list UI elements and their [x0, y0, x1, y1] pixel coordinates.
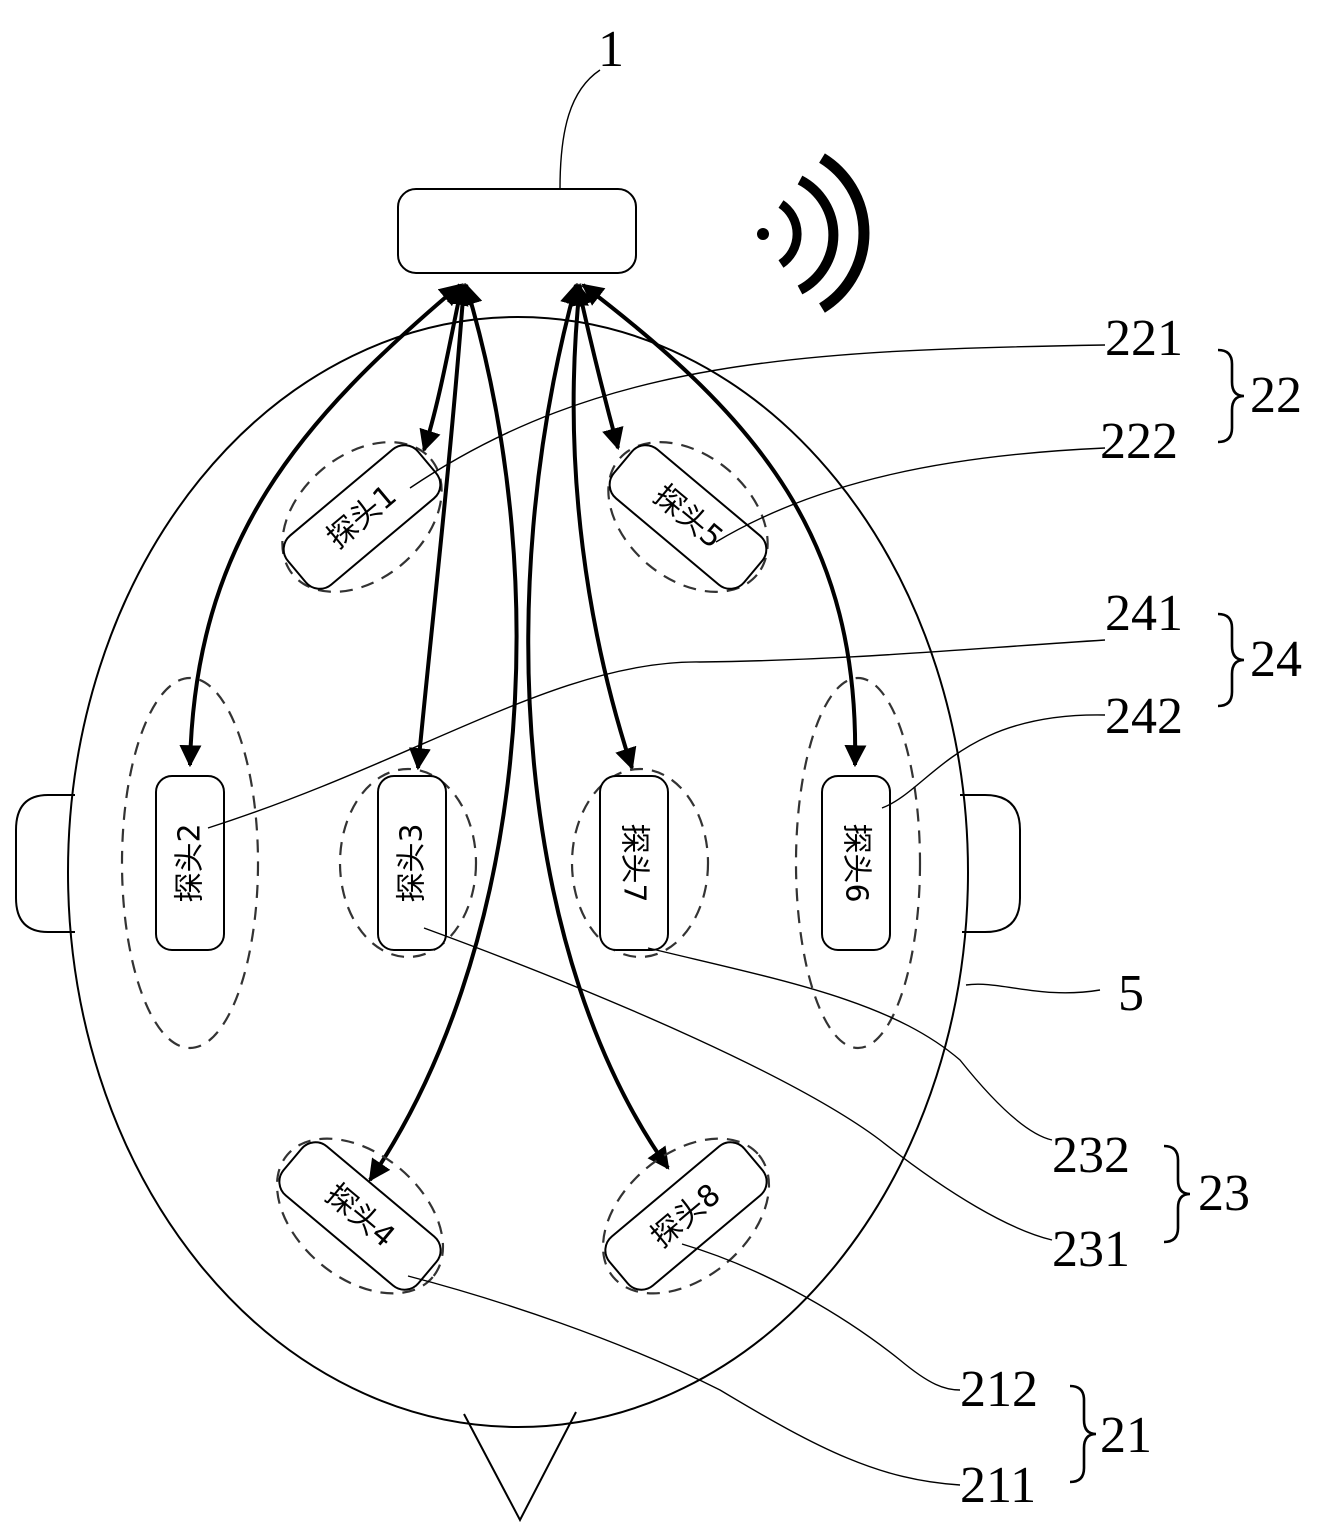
ref-1: 1 [598, 21, 624, 78]
ref-221: 221 [1105, 310, 1183, 367]
head-outline [15, 316, 1021, 1523]
ref-232: 232 [1052, 1127, 1130, 1184]
ref-242: 242 [1105, 688, 1183, 745]
left-ear [15, 794, 75, 933]
probe-2: 探头2 [155, 775, 225, 951]
probe-7: 探头7 [599, 775, 669, 951]
probe-3: 探头3 [377, 775, 447, 951]
leader-241 [207, 639, 1106, 829]
region-probe-6 [794, 676, 922, 1050]
ref-22: 22 [1250, 367, 1302, 424]
region-probe-4 [275, 1137, 445, 1295]
ref-241: 241 [1105, 585, 1183, 642]
wireless-signal-icon [757, 153, 870, 313]
brace-22 [1217, 348, 1245, 444]
probe-6-label: 探头6 [839, 823, 874, 902]
control-unit-box [397, 188, 637, 274]
ref-211: 211 [960, 1457, 1036, 1514]
braces [1069, 348, 1245, 1484]
probe-4: 探头4 [278, 1141, 442, 1291]
probe-5: 探头5 [608, 444, 768, 590]
leader-221 [409, 344, 1106, 489]
ref-21: 21 [1100, 1407, 1152, 1464]
ref-23: 23 [1198, 1165, 1250, 1222]
brace-21 [1069, 1384, 1097, 1484]
probe-2-label: 探头2 [173, 823, 208, 902]
probe-6: 探头6 [821, 775, 891, 951]
leader-231 [423, 927, 1053, 1241]
ref-231: 231 [1052, 1221, 1130, 1278]
brace-23 [1163, 1144, 1191, 1244]
ref-212: 212 [960, 1361, 1038, 1418]
leader-242 [881, 714, 1106, 809]
region-probe-3 [338, 767, 478, 959]
nose [463, 1411, 577, 1523]
probe-3-label: 探头3 [395, 823, 430, 902]
reference-numerals: 1 221 222 22 241 242 24 5 232 231 23 212… [598, 21, 1302, 1514]
leader-222 [715, 447, 1106, 543]
ref-24: 24 [1250, 631, 1302, 688]
region-probe-2 [120, 676, 260, 1050]
probe-1: 探头1 [282, 444, 442, 590]
leader-232 [647, 947, 1053, 1141]
leader-5 [965, 983, 1101, 994]
leader-212 [681, 1243, 961, 1391]
leader-1 [559, 69, 601, 190]
probe-7-label: 探头7 [617, 823, 652, 902]
region-probe-8 [601, 1137, 771, 1295]
probe-8: 探头8 [604, 1141, 768, 1291]
right-ear [960, 794, 1021, 933]
region-probe-5 [607, 441, 769, 593]
brace-24 [1217, 612, 1245, 708]
signal-arrows [179, 282, 867, 1182]
ref-222: 222 [1100, 413, 1178, 470]
leader-211 [407, 1275, 961, 1486]
region-probe-1 [281, 441, 443, 593]
leader-lines [207, 344, 1106, 1486]
ref-5: 5 [1118, 965, 1144, 1022]
probe-regions [120, 441, 922, 1295]
region-probe-7 [570, 767, 710, 959]
